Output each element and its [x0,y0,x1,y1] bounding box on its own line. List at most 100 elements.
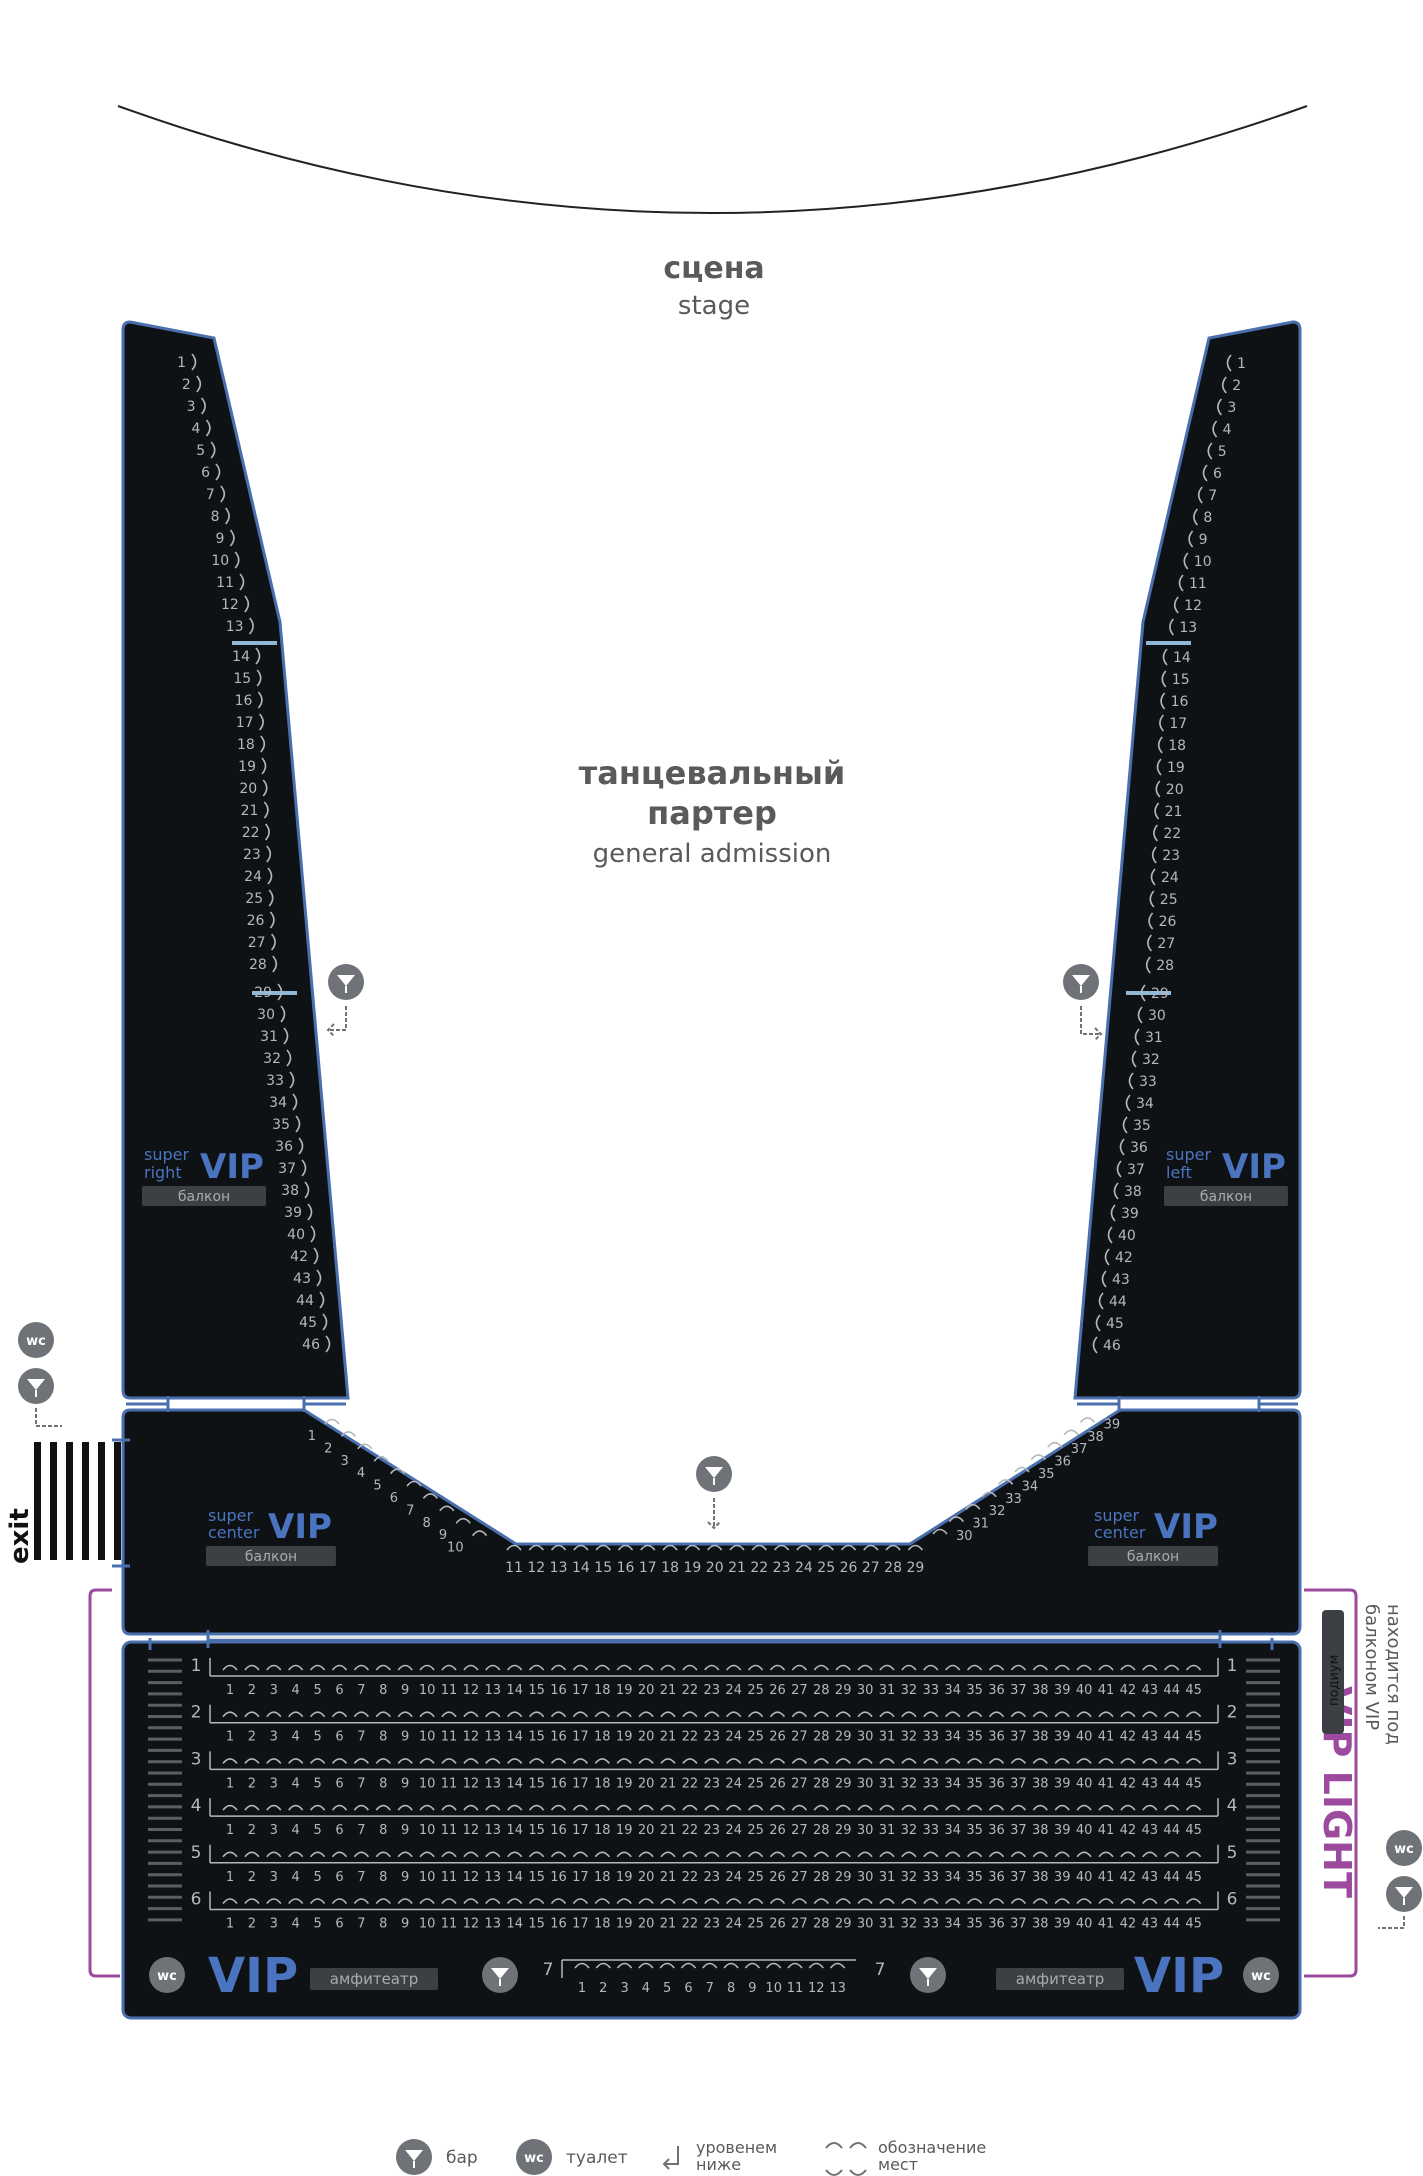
seat[interactable] [528,1544,544,1551]
seat[interactable] [286,1049,292,1067]
seat[interactable] [507,1664,523,1671]
seat[interactable] [375,1804,391,1811]
seat[interactable] [1110,1204,1116,1222]
seat[interactable] [1054,1664,1070,1671]
seat[interactable] [769,1804,786,1811]
seat[interactable] [617,1544,634,1551]
seat[interactable] [704,1758,720,1764]
seat[interactable] [923,1711,939,1718]
seat[interactable] [266,1711,282,1718]
seat[interactable] [1212,420,1218,438]
seat[interactable] [307,1203,313,1221]
seat[interactable] [1164,1851,1180,1858]
seat[interactable] [295,1115,301,1133]
seat[interactable] [901,1804,917,1811]
wc-icon[interactable]: wc [1243,1957,1279,1993]
seat[interactable] [1142,1804,1158,1811]
seat[interactable] [1147,934,1153,952]
seat[interactable] [638,1851,654,1858]
seat[interactable] [988,1804,1005,1811]
seat[interactable] [463,1851,479,1858]
seat[interactable] [704,1898,720,1905]
seat[interactable] [244,1711,260,1718]
seat[interactable] [1142,1758,1158,1764]
seat[interactable] [309,1804,326,1811]
seat[interactable] [222,1804,238,1811]
seat[interactable] [572,1664,589,1671]
seat[interactable] [309,1758,326,1764]
seat[interactable] [550,1804,567,1811]
seat[interactable] [863,1544,879,1551]
seat[interactable] [222,1851,238,1858]
seat[interactable] [419,1898,435,1905]
seat[interactable] [528,1851,545,1858]
seat[interactable] [331,1664,348,1671]
seat[interactable] [594,1711,610,1718]
seat[interactable] [397,1758,413,1764]
seat[interactable] [463,1711,479,1718]
seat[interactable] [1157,736,1163,754]
seat[interactable] [304,1181,310,1199]
seat[interactable] [1185,1851,1202,1858]
seat[interactable] [702,1962,718,1969]
seat[interactable] [594,1664,610,1671]
seat[interactable] [572,1804,589,1811]
seat[interactable] [1079,1417,1096,1423]
seat[interactable] [945,1804,961,1811]
seat[interactable] [857,1851,873,1858]
seat[interactable] [726,1758,742,1764]
seat[interactable] [375,1851,391,1858]
seat[interactable] [1134,1028,1140,1046]
seat[interactable] [1092,1336,1098,1354]
seat[interactable] [1098,1851,1114,1858]
seat[interactable] [397,1898,413,1905]
bar-icon[interactable] [1386,1876,1422,1912]
seat[interactable] [419,1758,435,1764]
seat[interactable] [550,1664,567,1671]
seat[interactable] [266,1664,282,1671]
seat[interactable] [704,1711,720,1718]
seat[interactable] [324,1418,340,1425]
seat[interactable] [419,1664,435,1671]
seat[interactable] [1164,1664,1180,1671]
seat[interactable] [1145,956,1151,974]
seat[interactable] [769,1851,786,1858]
seat[interactable] [616,1711,632,1718]
seat[interactable] [988,1758,1005,1764]
bar-icon[interactable] [696,1456,732,1492]
seat[interactable] [244,1898,260,1905]
seat[interactable] [292,1093,298,1111]
bar-icon[interactable] [910,1957,946,1993]
seat[interactable] [1098,1898,1114,1905]
seat[interactable] [222,1711,238,1718]
seat[interactable] [1101,1270,1107,1288]
seat[interactable] [835,1664,851,1671]
seat[interactable] [1137,1006,1143,1024]
seat[interactable] [726,1804,742,1811]
seat[interactable] [966,1851,983,1858]
seat[interactable] [507,1804,523,1811]
seat[interactable] [1010,1758,1027,1764]
seat[interactable] [879,1711,895,1718]
seat[interactable] [791,1804,808,1811]
seat[interactable] [1161,670,1167,688]
seat[interactable] [485,1898,501,1905]
seat[interactable] [373,1455,389,1462]
seat[interactable] [1162,648,1168,666]
seat[interactable] [309,1664,326,1671]
seat[interactable] [901,1664,917,1671]
seat[interactable] [1164,1898,1180,1905]
seat[interactable] [331,1898,348,1905]
seat[interactable] [309,1898,326,1905]
seat[interactable] [966,1758,983,1764]
seat[interactable] [1120,1804,1136,1811]
seat[interactable] [288,1851,304,1858]
seat[interactable] [965,1503,981,1510]
seat[interactable] [684,1544,701,1551]
wc-icon[interactable]: wc [18,1322,54,1358]
seat[interactable] [945,1711,961,1718]
seat[interactable] [422,1493,439,1499]
seat[interactable] [966,1804,983,1811]
seat[interactable] [1107,1226,1113,1244]
seat[interactable] [997,1479,1014,1485]
